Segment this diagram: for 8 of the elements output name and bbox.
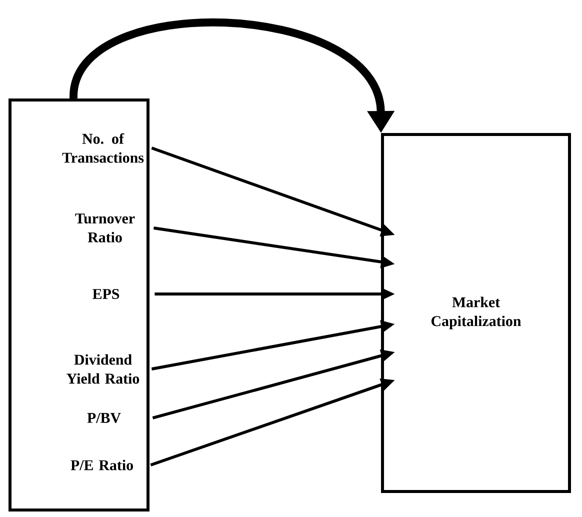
factor-label: EPS [92, 288, 120, 299]
factor-label: No. of Transactions [62, 133, 144, 163]
factor-label: Dividend Yield Ratio [66, 354, 140, 384]
factor-label: P/BV [87, 412, 121, 424]
factor-label: P/E Ratio [70, 460, 133, 470]
factor-label: Turnover Ratio [75, 214, 135, 242]
target-box: Market Capitalization [381, 133, 571, 493]
factor-box [8, 98, 150, 512]
